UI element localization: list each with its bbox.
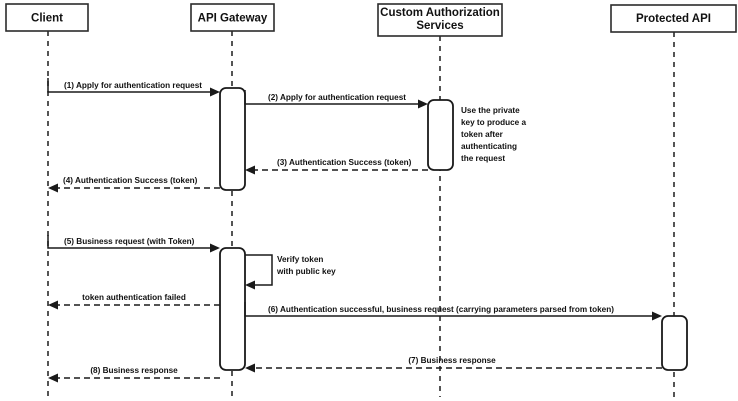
message-4[interactable]: (4) Authentication Success (token) — [48, 176, 220, 193]
arrowhead-message-7 — [245, 363, 255, 373]
arrowhead-token-auth-failed — [48, 300, 58, 310]
arrowhead-message-3 — [245, 165, 255, 175]
message-1-label: (1) Apply for authentication request — [64, 81, 202, 90]
message-6-label: (6) Authentication successful, business … — [268, 305, 614, 314]
message-8[interactable]: (8) Business response — [48, 366, 220, 383]
note-authsvc-line5: the request — [461, 154, 505, 163]
note-authsvc-line2: key to produce a — [461, 118, 527, 127]
activation-authsvc — [427, 99, 454, 171]
message-2-label: (2) Apply for authentication request — [268, 93, 406, 102]
message-1[interactable]: (1) Apply for authentication request — [47, 78, 220, 97]
arrowhead-message-2 — [418, 99, 428, 109]
message-7[interactable]: (7) Business response — [245, 356, 662, 373]
note-authsvc: Use the private key to produce a token a… — [461, 106, 527, 163]
participant-header-gateway[interactable]: API Gateway — [190, 3, 275, 32]
participant-label-authsvc-line1: Custom Authorization — [380, 7, 500, 19]
message-5-label: (5) Business request (with Token) — [64, 237, 195, 246]
note-authsvc-line4: authenticating — [461, 142, 517, 151]
arrowhead-self-call-verify-token — [245, 280, 255, 290]
self-call-label-line1: Verify token — [277, 255, 323, 264]
arrowhead-message-1 — [210, 87, 220, 97]
participant-label-protected: Protected API — [636, 13, 711, 25]
message-5[interactable]: (5) Business request (with Token) — [47, 235, 220, 253]
message-2[interactable]: (2) Apply for authentication request — [244, 90, 428, 109]
message-4-label: (4) Authentication Success (token) — [63, 176, 198, 185]
self-call-verify-token[interactable]: Verify token with public key — [245, 254, 336, 290]
participant-header-protected[interactable]: Protected API — [610, 4, 737, 33]
participant-label-authsvc-line2: Services — [416, 20, 463, 32]
participant-label-gateway: API Gateway — [198, 13, 268, 25]
message-token-auth-failed-label: token authentication failed — [82, 293, 186, 302]
message-token-auth-failed[interactable]: token authentication failed — [48, 293, 220, 310]
message-8-label: (8) Business response — [90, 366, 178, 375]
note-authsvc-line3: token after — [461, 130, 504, 139]
activation-protected — [661, 315, 688, 371]
self-call-label-line2: with public key — [276, 267, 336, 276]
arrowhead-message-5 — [210, 243, 220, 253]
arrowhead-message-8 — [48, 373, 58, 383]
message-3-label: (3) Authentication Success (token) — [277, 158, 412, 167]
arrowhead-message-6 — [652, 311, 662, 321]
message-6[interactable]: (6) Authentication successful, business … — [244, 302, 662, 321]
message-7-label: (7) Business response — [408, 356, 496, 365]
message-3[interactable]: (3) Authentication Success (token) — [245, 158, 428, 175]
participant-header-client[interactable]: Client — [5, 3, 89, 32]
participant-header-authsvc[interactable]: Custom Authorization Services — [377, 3, 503, 37]
arrowhead-message-4 — [48, 183, 58, 193]
note-authsvc-line1: Use the private — [461, 106, 520, 115]
activation-gateway-auth — [219, 87, 246, 191]
participant-label-client: Client — [31, 13, 63, 25]
activation-gateway-business — [219, 247, 246, 371]
